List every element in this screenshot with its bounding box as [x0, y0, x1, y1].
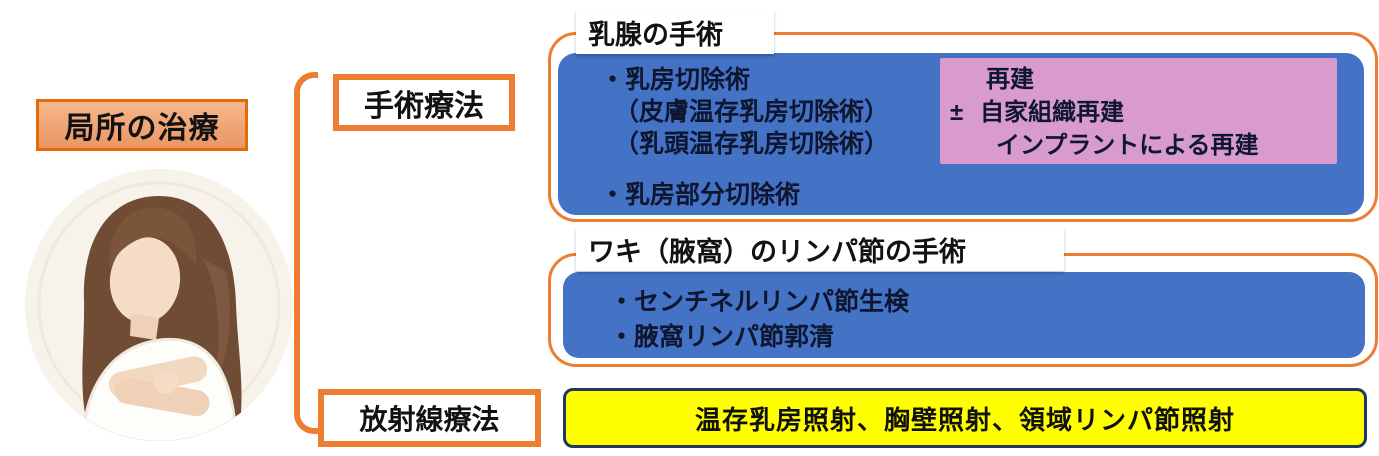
reconstruction-title: 再建 — [986, 66, 1034, 93]
breast-surgery-header: 乳腺の手術 — [576, 10, 774, 54]
axilla-surgery-box: ・センチネルリンパ節生検 ・腋窩リンパ節郭清 — [563, 272, 1365, 358]
partial-mastectomy-item: ・乳房部分切除術 — [600, 181, 801, 209]
axillary-dissection-item: ・腋窩リンパ節郭清 — [609, 323, 835, 351]
radiation-therapy-label: 放射線療法 — [318, 389, 541, 447]
patient-photo — [24, 168, 294, 442]
plus-minus-symbol: ± — [950, 99, 964, 126]
treatment-bracket — [294, 72, 318, 434]
reconstruction-box: 再建 ± 自家組織再建 インプラントによる再建 — [940, 58, 1337, 164]
implant-reconstruction-item: インプラントによる再建 — [996, 132, 1259, 159]
axilla-surgery-header: ワキ（腋窩）のリンパ節の手術 — [576, 227, 1064, 271]
local-treatment-title: 局所の治療 — [36, 99, 248, 151]
autologous-reconstruction-item: ± 自家組織再建 — [940, 96, 1337, 129]
mastectomy-item: ・乳房切除術 — [600, 66, 751, 94]
autologous-reconstruction-label: 自家組織再建 — [980, 99, 1124, 126]
sentinel-node-biopsy-item: ・センチネルリンパ節生検 — [609, 288, 910, 316]
radiation-targets-text: 温存乳房照射、胸壁照射、領域リンパ節照射 — [694, 404, 1235, 435]
skin-sparing-mastectomy-item: （皮膚温存乳房切除術） — [614, 98, 890, 126]
radiation-targets-box: 温存乳房照射、胸壁照射、領域リンパ節照射 — [563, 388, 1367, 448]
patient-photo-illustration — [25, 169, 293, 441]
nipple-sparing-mastectomy-item: （乳頭温存乳房切除術） — [614, 130, 890, 158]
surgery-therapy-label: 手術療法 — [333, 74, 515, 131]
breast-surgery-group-outline — [548, 32, 1378, 222]
